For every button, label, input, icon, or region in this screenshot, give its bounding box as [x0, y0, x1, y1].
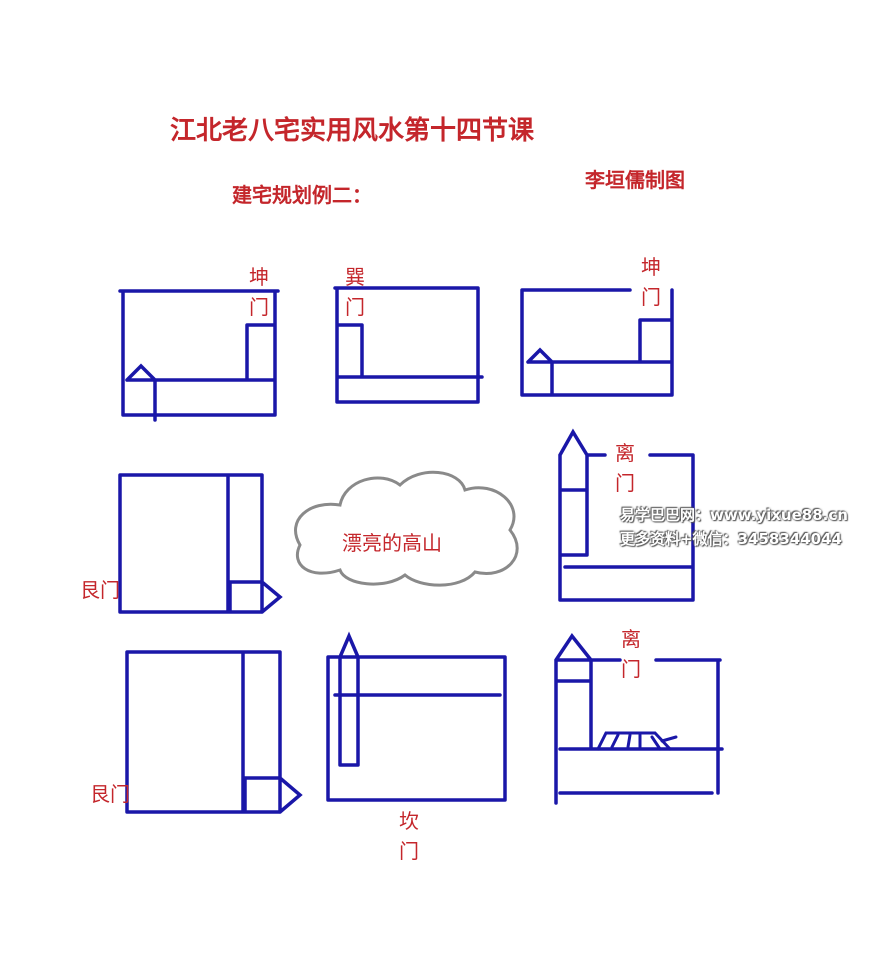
panel-6-li-door	[558, 428, 695, 602]
watermark-line-2: 更多资料+微信：3458344044	[620, 530, 842, 548]
panel-5-mountain-cloud	[294, 470, 519, 587]
panel-2-xun-door	[333, 286, 484, 404]
door-label-xun: 巽门	[345, 265, 365, 319]
door-label-gen-2: 艮门	[90, 782, 130, 806]
door-label-li-1: 离门	[615, 441, 635, 495]
door-label-gen-1: 艮门	[80, 578, 120, 602]
author-credit: 李垣儒制图	[585, 168, 685, 192]
panel-8-kan-door	[326, 631, 507, 802]
door-label-li-2: 离门	[621, 627, 641, 681]
page-title: 江北老八宅实用风水第十四节课	[170, 116, 535, 146]
panel-3-kun-door	[520, 288, 674, 397]
door-label-kun-2: 坤门	[641, 255, 661, 309]
panel-1-kun-door	[118, 289, 280, 422]
panel-9-li-door	[554, 633, 724, 805]
panel-4-gen-door	[118, 473, 283, 614]
subtitle: 建宅规划例二：	[232, 183, 372, 207]
mountain-label: 漂亮的高山	[342, 531, 442, 555]
door-label-kan: 坎门	[399, 809, 419, 863]
watermark-line-1: 易学巴巴网：www.yixue88.cn	[620, 506, 848, 524]
door-label-kun-1: 坤门	[249, 265, 269, 319]
panel-7-gen-door	[125, 650, 303, 814]
